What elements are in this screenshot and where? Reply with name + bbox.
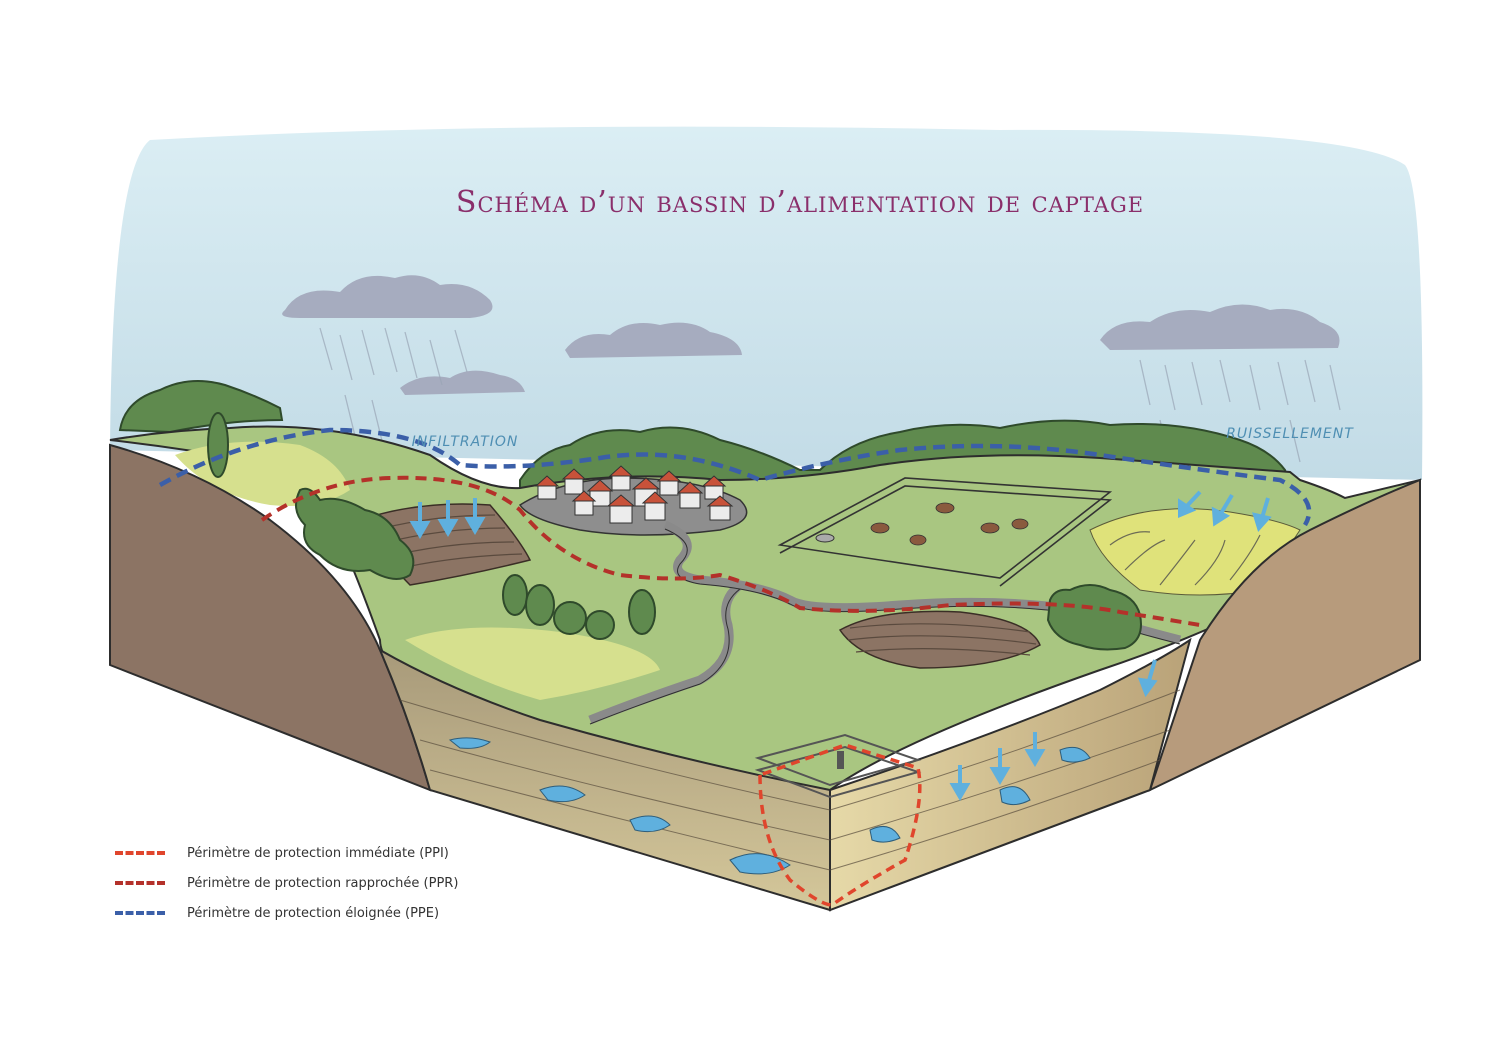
tree-icon [207, 412, 1142, 651]
ppi-swatch [115, 851, 165, 855]
ppi-boundary [758, 743, 922, 907]
infiltration-arrow-icon [409, 498, 1158, 801]
legend-label: Périmètre de protection éloignée (PPE) [187, 905, 440, 921]
village [518, 465, 748, 536]
ppr-boundary [260, 475, 1201, 627]
legend-item-ppr: Périmètre de protection rapprochée (PPR) [115, 868, 535, 898]
legend-label: Périmètre de protection immédiate (PPI) [187, 845, 449, 861]
soil-right [1148, 478, 1421, 792]
cow-icon [870, 502, 1029, 546]
label-ruissellement: RUISSELLEMENT [1226, 426, 1354, 442]
legend-item-ppe: Périmètre de protection éloignée (PPE) [115, 898, 535, 928]
aquifer-front [377, 647, 831, 912]
runoff-arrow-icon [1178, 490, 1272, 532]
pasture-fence [777, 477, 1113, 587]
groundwater [448, 737, 1091, 875]
plowed-field [358, 503, 1041, 669]
page-title: Schéma d’un bassin d’alimentation de cap… [456, 185, 1144, 220]
cloud-icon [282, 275, 1340, 395]
ppe-boundary [158, 427, 1312, 527]
label-infiltration: INFILTRATION [412, 434, 519, 450]
ppe-swatch [115, 911, 165, 915]
water-trough [815, 533, 835, 543]
runoff-rills [1109, 531, 1261, 586]
legend-item-ppi: Périmètre de protection immédiate (PPI) [115, 838, 535, 868]
ppr-swatch [115, 881, 165, 885]
field-yellow-front [405, 627, 660, 700]
forest-left [118, 380, 284, 434]
field-yellow-right [1089, 508, 1301, 596]
legend: Périmètre de protection immédiate (PPI) … [115, 838, 535, 928]
legend-label: Périmètre de protection rapprochée (PPR) [187, 875, 459, 891]
